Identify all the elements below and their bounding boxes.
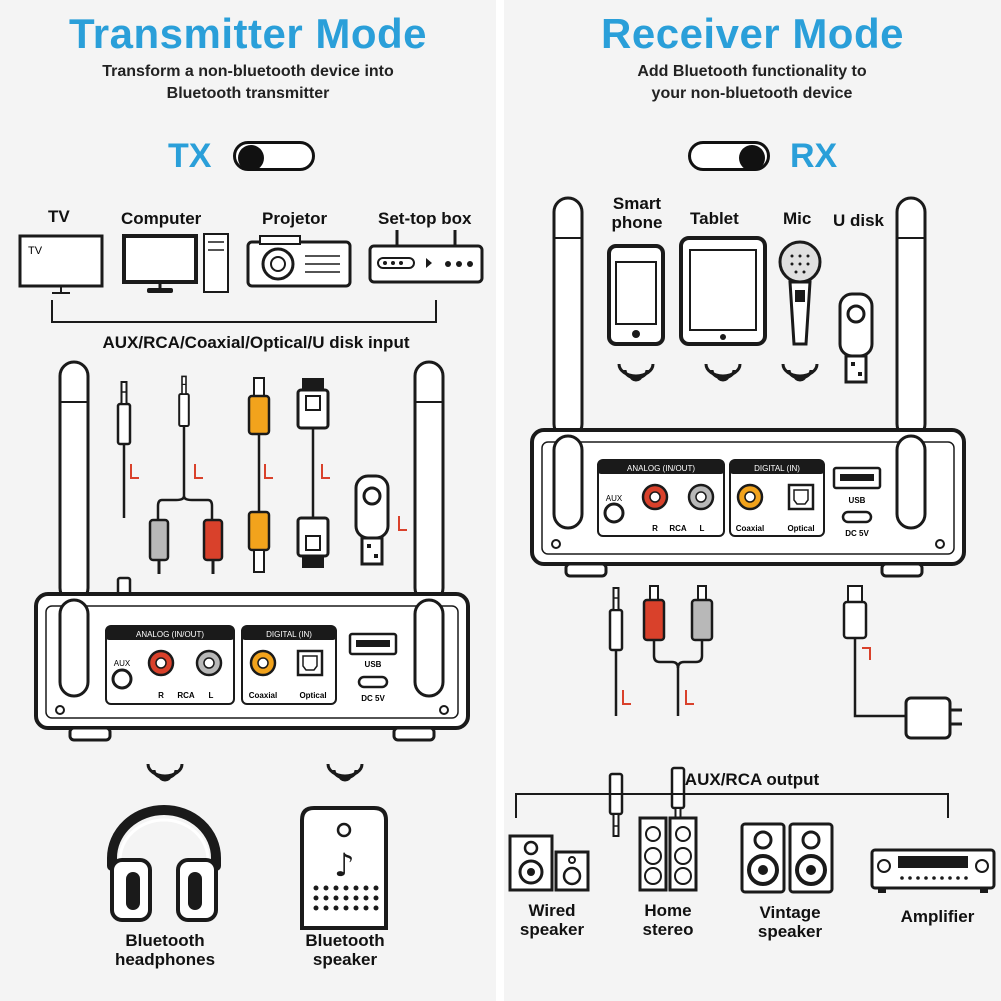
transmitter-subtitle-line-2: Bluetooth transmitter — [166, 85, 330, 102]
output-label-home-1: Home — [644, 901, 692, 920]
output-caption: AUX/RCA output — [684, 770, 820, 789]
output-label-wired-2: speaker — [519, 920, 585, 939]
output-label-headphones-1: Bluetooth — [125, 931, 205, 950]
input-caption: AUX/RCA/Coaxial/Optical/U disk input — [102, 333, 410, 352]
tx-mode-label: TX — [168, 137, 212, 175]
source-label-udisk: U disk — [833, 211, 885, 230]
receiver-title: Receiver Mode — [601, 10, 904, 57]
panel-divider — [496, 0, 504, 1001]
output-label-home-2: stereo — [642, 920, 694, 939]
rx-mode-label: RX — [790, 137, 838, 175]
source-label-smartphone-1: Smart — [612, 194, 662, 213]
rx-mode-toggle[interactable] — [688, 141, 770, 171]
source-label-tablet: Tablet — [690, 209, 739, 228]
toggle-knob — [739, 145, 765, 171]
output-label-speaker-1: Bluetooth — [305, 931, 385, 950]
tx-mode-toggle[interactable] — [233, 141, 315, 171]
output-label-wired-1: Wired — [528, 901, 576, 920]
receiver-subtitle-line-1: Add Bluetooth functionality to — [637, 63, 867, 80]
toggle-knob — [238, 145, 264, 171]
receiver-subtitle-line-2: your non-bluetooth device — [651, 85, 853, 102]
source-label-smartphone-2: phone — [611, 213, 663, 232]
transmitter-title: Transmitter Mode — [68, 10, 428, 57]
output-label-amplifier: Amplifier — [900, 907, 975, 926]
output-label-vintage-1: Vintage — [759, 903, 821, 922]
transmitter-subtitle-line-1: Transform a non-bluetooth device into — [102, 63, 394, 80]
source-label-computer: Computer — [121, 209, 202, 228]
source-label-mic: Mic — [783, 209, 812, 228]
output-label-headphones-2: headphones — [114, 950, 216, 969]
source-label-tv: TV — [48, 207, 70, 226]
source-label-settop-box: Set-top box — [378, 209, 472, 228]
output-label-speaker-2: speaker — [312, 950, 378, 969]
source-label-projector: Projetor — [262, 209, 328, 228]
output-label-vintage-2: speaker — [757, 922, 823, 941]
